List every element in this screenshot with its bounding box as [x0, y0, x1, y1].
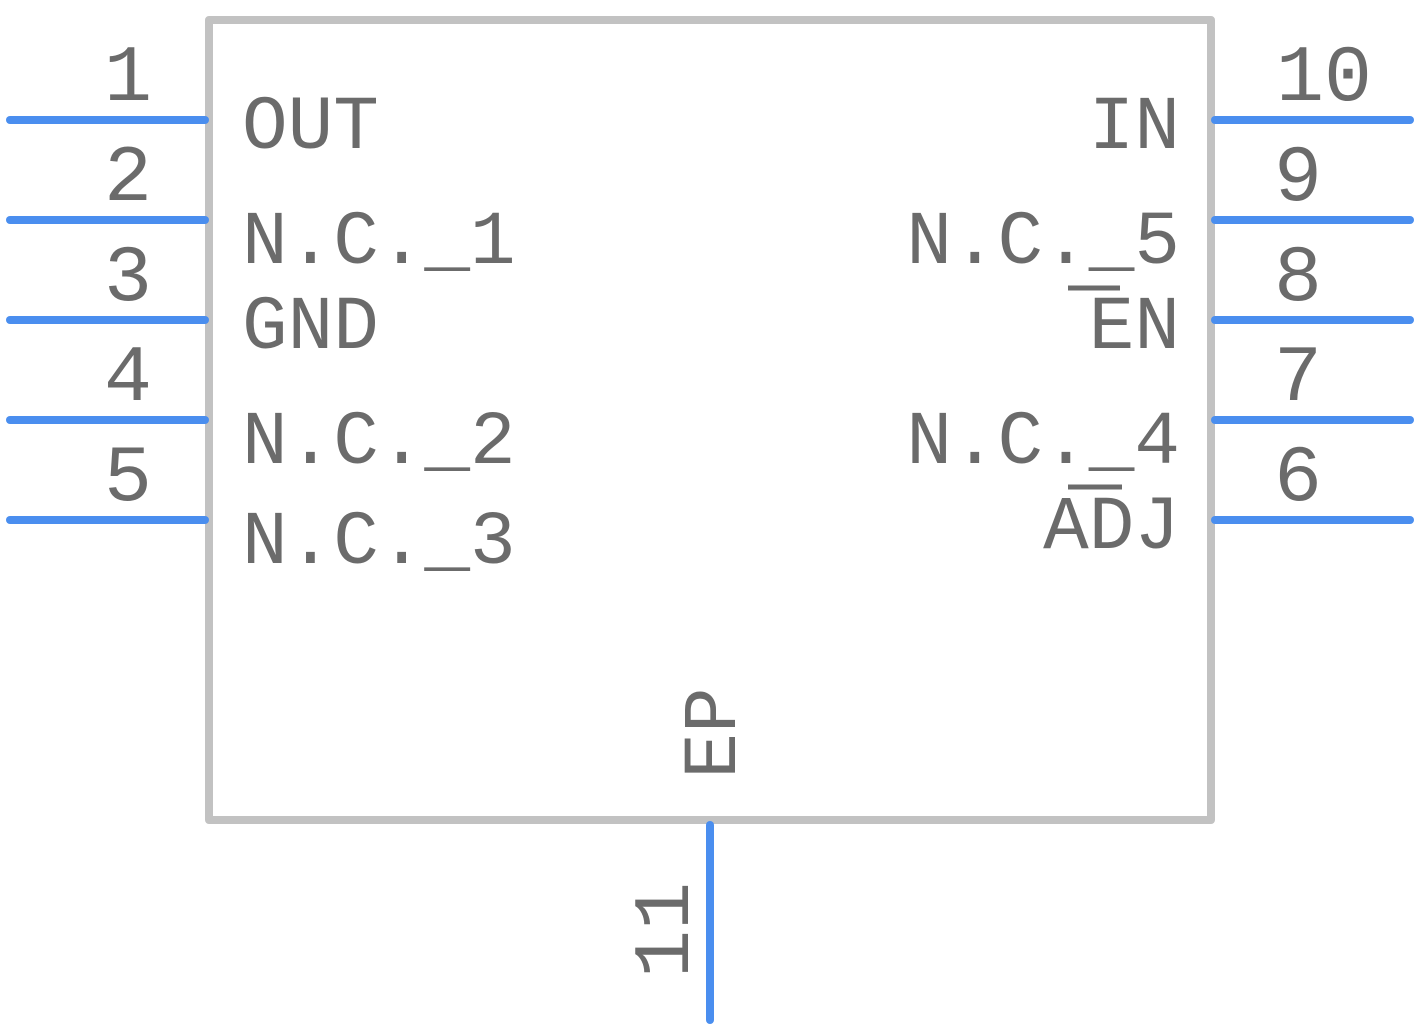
pin-7-name: N.C._4	[906, 400, 1180, 486]
pin-7-number: 7	[1274, 334, 1322, 425]
pin-2-number: 2	[104, 134, 152, 225]
pin-1-name: OUT	[242, 85, 379, 171]
pin-8-number: 8	[1274, 234, 1322, 325]
pin-6-number: 6	[1274, 434, 1322, 525]
pin-9-number: 9	[1274, 134, 1322, 225]
pin-5-name: N.C._3	[242, 500, 516, 586]
pin-3-name: GND	[242, 285, 379, 371]
pin-4-number: 4	[104, 334, 152, 425]
pin-9-name: N.C._5	[906, 200, 1180, 286]
pin-4-name: N.C._2	[242, 400, 516, 486]
pin-3-number: 3	[104, 234, 152, 325]
pin-11-name: EP	[672, 687, 758, 778]
pin-5-number: 5	[104, 434, 152, 525]
pin-1-number: 1	[104, 34, 152, 125]
pin-10-name: IN	[1089, 85, 1180, 171]
pin-6-name: ADJ	[1043, 485, 1180, 571]
pin-2-name: N.C._1	[242, 200, 516, 286]
pin-11-number: 11	[622, 882, 713, 978]
pin-8-name: EN	[1089, 285, 1180, 371]
pin-10-number: 10	[1276, 34, 1372, 125]
